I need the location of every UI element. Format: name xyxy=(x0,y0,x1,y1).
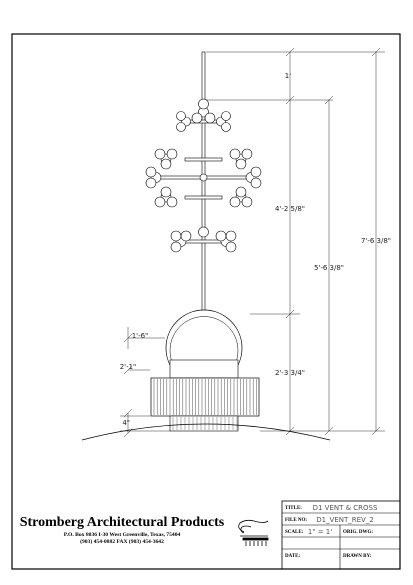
title-block xyxy=(281,500,401,570)
roof-curve xyxy=(81,423,331,441)
title-value: D1 VENT & CROSS xyxy=(313,504,378,512)
dim-base-depth: 4" xyxy=(122,419,130,427)
company-address: P.O. Box 8036 I-30 West Greenville, Texa… xyxy=(64,532,181,538)
drawn-label: DRAWN BY: xyxy=(343,554,372,559)
finial-base-top xyxy=(198,226,209,238)
finial-right xyxy=(245,166,262,189)
finial-left xyxy=(145,166,162,189)
dim-top-spike: 1' xyxy=(285,72,291,80)
dim-cross-to-ball: 5'-6 3/8" xyxy=(314,264,344,272)
ball-collar xyxy=(169,359,239,379)
dim-overall: 7'-6 3/8" xyxy=(361,237,391,245)
company-phone: (903) 454-0882 FAX (903) 454-3642 xyxy=(80,538,164,545)
finial-top-left xyxy=(176,111,191,132)
vent-foot-lines xyxy=(172,417,238,430)
orig-label: ORIG. DWG: xyxy=(343,530,373,535)
company-name: Stromberg Architectural Products xyxy=(20,515,225,530)
dim-base-width: 2'-1" xyxy=(120,363,137,371)
dimension-lines xyxy=(120,47,385,438)
ball-inner-arc xyxy=(169,316,239,363)
finial-upper-left xyxy=(154,148,178,170)
finial-base-right xyxy=(215,230,237,253)
sheet-border xyxy=(11,33,401,570)
cross-pole xyxy=(201,51,206,318)
finial-lower-left xyxy=(154,186,178,208)
vent-base xyxy=(150,377,260,432)
finial-lower-right xyxy=(229,186,253,208)
vent-foot xyxy=(169,415,239,432)
cross-lower-bar xyxy=(182,239,225,244)
cross-center xyxy=(199,173,208,182)
cross-mid-bar xyxy=(184,157,223,162)
cross-sub-bar xyxy=(184,195,223,200)
title-label: TITLE: xyxy=(285,506,302,511)
vent-body xyxy=(150,377,260,417)
finial-top xyxy=(191,98,216,124)
scale-label: SCALE: xyxy=(285,530,304,535)
scale-value: 1" = 1' xyxy=(308,528,332,536)
finial-base-left xyxy=(170,230,192,253)
ball-drawing xyxy=(165,309,243,387)
dim-cross-height: 4'-2 5/8" xyxy=(275,205,305,213)
file-label: FILE NO: xyxy=(285,518,307,523)
file-value: D1_VENT_REV_2 xyxy=(316,516,374,524)
cross-drawing xyxy=(145,51,262,318)
date-label: DATE: xyxy=(285,554,301,559)
dim-ball-diameter: 1'-6" xyxy=(132,332,149,340)
vent-louvers xyxy=(153,379,257,415)
finial-top-right xyxy=(216,111,231,132)
finial-upper-right xyxy=(229,148,253,170)
company-logo xyxy=(238,519,269,546)
dim-ball-lower: 2'-3 3/4" xyxy=(275,369,305,377)
